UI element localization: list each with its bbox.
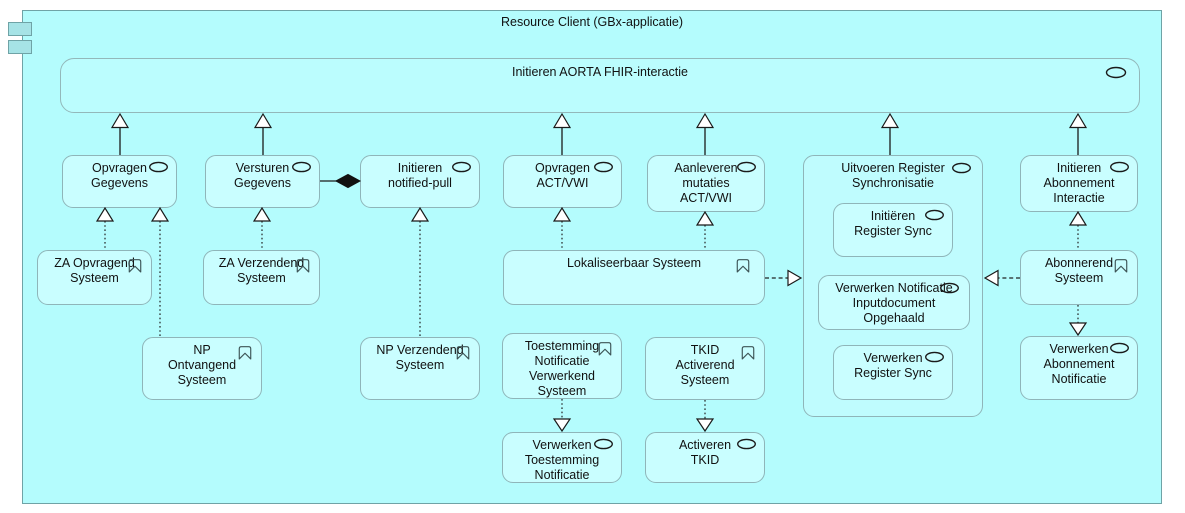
node-label: TKID Activerend Systeem xyxy=(675,343,735,387)
node-opvragen-gegevens[interactable]: Opvragen Gegevens xyxy=(62,155,177,208)
application-service-icon xyxy=(939,282,960,294)
application-service-icon xyxy=(148,161,169,173)
node-za-verzendend-systeem[interactable]: ZA Verzendend Systeem xyxy=(203,250,320,305)
application-service-icon xyxy=(1105,66,1127,79)
node-aanleveren-mutaties-act-vwi[interactable]: Aanleveren mutaties ACT/VWI xyxy=(647,155,765,212)
component-icon-tab-bottom xyxy=(8,40,32,54)
node-label: Opvragen ACT/VWI xyxy=(535,161,590,190)
application-service-icon xyxy=(924,351,945,363)
node-activeren-tkid[interactable]: Activeren TKID xyxy=(645,432,765,483)
node-verwerken-toestemming-notificatie[interactable]: Verwerken Toestemming Notificatie xyxy=(502,432,622,483)
application-service-icon xyxy=(291,161,312,173)
bookmark-chevron-icon xyxy=(126,256,144,274)
application-service-icon xyxy=(593,161,614,173)
component-title: Resource Client (GBx-applicatie) xyxy=(500,15,683,29)
node-label: Versturen Gegevens xyxy=(234,161,291,190)
node-label: Opvragen Gegevens xyxy=(91,161,148,190)
bookmark-chevron-icon xyxy=(454,343,472,361)
node-label: Lokaliseerbaar Systeem xyxy=(566,256,702,270)
node-label: Toestemming Notificatie Verwerkend Syste… xyxy=(524,339,600,398)
application-service-icon xyxy=(593,438,614,450)
application-service-icon xyxy=(736,161,757,173)
node-label: Aanleveren mutaties ACT/VWI xyxy=(674,161,738,205)
node-label: Verwerken Toestemming Notificatie xyxy=(524,438,600,482)
node-abonnerend-systeem[interactable]: Abonnerend Systeem xyxy=(1020,250,1138,305)
bookmark-chevron-icon xyxy=(596,339,614,357)
node-label: Initieren notified-pull xyxy=(388,161,452,190)
node-label: Initieren AORTA FHIR-interactie xyxy=(512,65,688,79)
node-np-ontvangend-systeem[interactable]: NP Ontvangend Systeem xyxy=(142,337,262,400)
node-label: Verwerken Abonnement Notificatie xyxy=(1043,342,1115,386)
node-label: Initieren Abonnement Interactie xyxy=(1043,161,1115,205)
node-verwerken-abonnement-notificatie[interactable]: Verwerken Abonnement Notificatie xyxy=(1020,336,1138,400)
application-service-icon xyxy=(1109,161,1130,173)
node-np-verzendend-systeem[interactable]: NP Verzendend Systeem xyxy=(360,337,480,400)
node-initieren-abonnement-interactie[interactable]: Initieren Abonnement Interactie xyxy=(1020,155,1138,212)
bookmark-chevron-icon xyxy=(734,256,752,274)
node-label: ZA Opvragend Systeem xyxy=(54,256,135,285)
bookmark-chevron-icon xyxy=(1112,256,1130,274)
bookmark-chevron-icon xyxy=(739,343,757,361)
node-verwerken-notificatie-inputdocument-opgehaald[interactable]: Verwerken Notificatie Inputdocument Opge… xyxy=(818,275,970,330)
node-label: Activeren TKID xyxy=(678,438,732,467)
component-icon-tab-top xyxy=(8,22,32,36)
node-za-opvragend-systeem[interactable]: ZA Opvragend Systeem xyxy=(37,250,152,305)
application-service-icon xyxy=(451,161,472,173)
application-service-icon xyxy=(736,438,757,450)
application-service-icon xyxy=(951,162,972,174)
node-opvragen-act-vwi[interactable]: Opvragen ACT/VWI xyxy=(503,155,622,208)
node-label: Initiëren Register Sync xyxy=(854,209,932,238)
node-label: Verwerken Notificatie Inputdocument Opge… xyxy=(835,281,953,325)
bookmark-chevron-icon xyxy=(236,343,254,361)
node-initieren-register-sync[interactable]: Initiëren Register Sync xyxy=(833,203,953,257)
node-label: Uitvoeren Register Synchronisatie xyxy=(841,161,945,190)
node-label: NP Verzendend Systeem xyxy=(376,343,464,372)
node-label: ZA Verzendend Systeem xyxy=(218,256,305,285)
node-initieren-aorta-fhir-interactie[interactable]: Initieren AORTA FHIR-interactie xyxy=(60,58,1140,113)
node-verwerken-register-sync[interactable]: Verwerken Register Sync xyxy=(833,345,953,400)
application-service-icon xyxy=(1109,342,1130,354)
bookmark-chevron-icon xyxy=(294,256,312,274)
node-initieren-notified-pull[interactable]: Initieren notified-pull xyxy=(360,155,480,208)
node-label: Abonnerend Systeem xyxy=(1044,256,1114,285)
application-service-icon xyxy=(924,209,945,221)
node-tkid-activerend-systeem[interactable]: TKID Activerend Systeem xyxy=(645,337,765,400)
node-lokaliseerbaar-systeem[interactable]: Lokaliseerbaar Systeem xyxy=(503,250,765,305)
node-label: Verwerken Register Sync xyxy=(854,351,932,380)
node-toestemming-notificatie-verwerkend-systeem[interactable]: Toestemming Notificatie Verwerkend Syste… xyxy=(502,333,622,399)
node-versturen-gegevens[interactable]: Versturen Gegevens xyxy=(205,155,320,208)
node-label: NP Ontvangend Systeem xyxy=(167,343,237,387)
